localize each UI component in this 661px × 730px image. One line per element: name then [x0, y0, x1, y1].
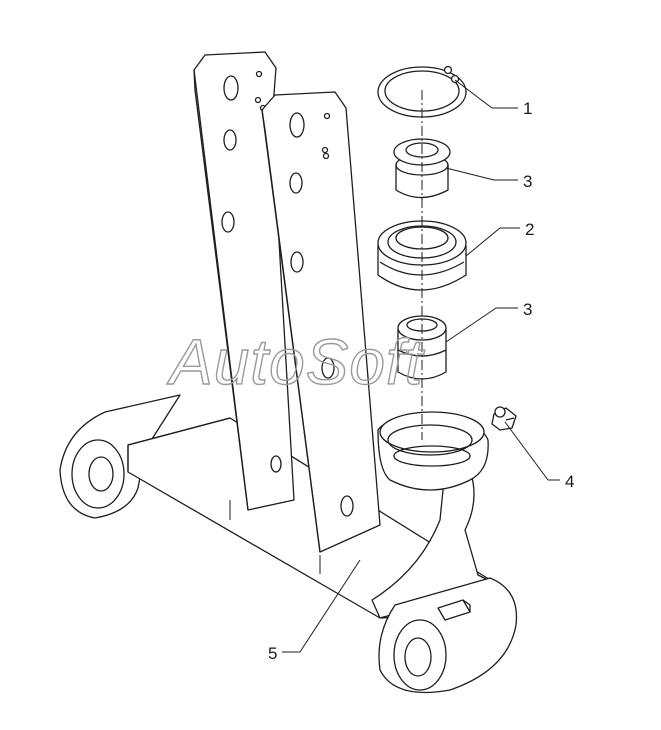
bearing-housing: [377, 411, 489, 491]
callout-5: 5: [268, 644, 277, 663]
front-support-plate: [261, 91, 381, 553]
watermark-text: AutoSoft: [166, 326, 425, 398]
callout-1: 1: [523, 99, 532, 118]
callout-3-upper: 3: [523, 172, 532, 191]
callout-4: 4: [565, 472, 574, 491]
callout-3-lower: 3: [523, 300, 532, 319]
frame-bracket: [59, 394, 518, 694]
grease-fitting: [491, 406, 517, 431]
callout-leader-lines: [282, 79, 560, 653]
callout-2: 2: [525, 220, 534, 239]
